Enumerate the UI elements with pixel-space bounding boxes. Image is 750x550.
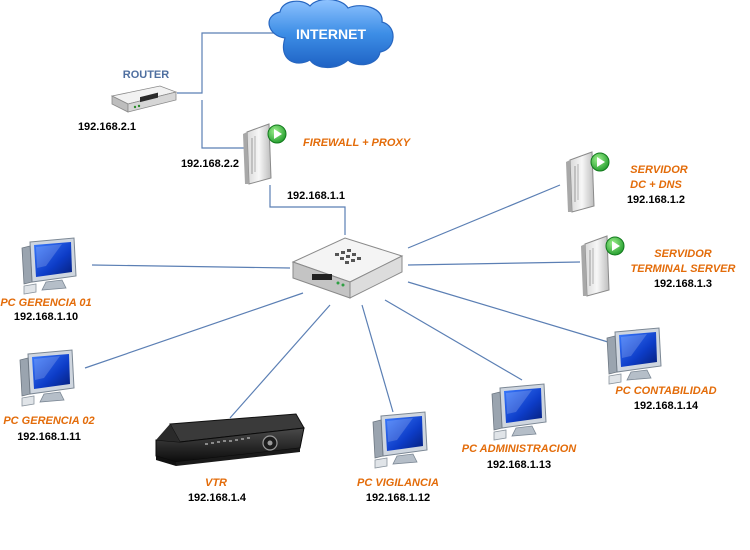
dvr-icon bbox=[155, 413, 305, 466]
pc-gerencia-01-label: PC GERENCIA 01 bbox=[0, 297, 91, 309]
router-icon bbox=[110, 85, 178, 113]
servidor-ts-label-line2: TERMINAL SERVER bbox=[631, 263, 736, 275]
servidor-dc-ip: 192.168.1.2 bbox=[627, 194, 685, 206]
servidor-dc-server-icon bbox=[565, 151, 610, 213]
pc-gerencia-01-monitor-icon bbox=[21, 237, 77, 295]
servidor-ts-node: SERVIDOR TERMINAL SERVER 192.168.1.3 bbox=[580, 235, 736, 297]
link-switch-servidor-dc bbox=[407, 184, 561, 249]
internet-cloud: INTERNET bbox=[268, 0, 394, 69]
pc-administracion-monitor-icon bbox=[491, 383, 547, 441]
firewall-ip-lan: 192.168.1.1 bbox=[287, 190, 345, 202]
link-switch-vtr bbox=[229, 304, 331, 419]
pc-gerencia-02-ip: 192.168.1.11 bbox=[17, 431, 81, 443]
link-router-firewall bbox=[201, 100, 255, 149]
pc-administracion-ip: 192.168.1.13 bbox=[487, 459, 551, 471]
servidor-dc-label-line1: SERVIDOR bbox=[630, 164, 688, 176]
link-switch-pc-gerencia-02 bbox=[84, 292, 304, 369]
pc-gerencia-02-monitor-icon bbox=[19, 349, 75, 407]
pc-vigilancia-label: PC VIGILANCIA bbox=[357, 477, 439, 489]
pc-gerencia-02-label: PC GERENCIA 02 bbox=[3, 415, 94, 427]
connection-lines bbox=[84, 32, 609, 419]
central-switch bbox=[291, 237, 404, 299]
servidor-dc-label-line2: DC + DNS bbox=[630, 179, 682, 191]
router-node: ROUTER 192.168.2.1 bbox=[78, 69, 178, 133]
link-switch-servidor-ts bbox=[407, 261, 581, 266]
servidor-ts-label-line1: SERVIDOR bbox=[654, 248, 712, 260]
firewall-label: FIREWALL + PROXY bbox=[303, 137, 412, 149]
link-switch-pc-vigilancia bbox=[361, 304, 394, 413]
firewall-node: FIREWALL + PROXY 192.168.2.2 192.168.1.1 bbox=[181, 123, 412, 202]
pc-administracion-label: PC ADMINISTRACION bbox=[462, 443, 578, 455]
vtr-ip: 192.168.1.4 bbox=[188, 492, 247, 504]
pc-vigilancia-node: PC VIGILANCIA 192.168.1.12 bbox=[357, 411, 439, 504]
pc-gerencia-01-ip: 192.168.1.10 bbox=[14, 311, 78, 323]
router-label: ROUTER bbox=[123, 69, 170, 81]
cloud-icon bbox=[268, 0, 394, 69]
link-firewall-switch bbox=[269, 185, 346, 235]
router-ip: 192.168.2.1 bbox=[78, 121, 136, 133]
servidor-ts-ip: 192.168.1.3 bbox=[654, 278, 712, 290]
pc-gerencia-02-node: PC GERENCIA 02 192.168.1.11 bbox=[3, 349, 95, 443]
pc-vigilancia-ip: 192.168.1.12 bbox=[366, 492, 430, 504]
pc-contabilidad-monitor-icon bbox=[606, 327, 662, 385]
link-switch-pc-administracion bbox=[384, 299, 523, 381]
servidor-dc-node: SERVIDOR DC + DNS 192.168.1.2 bbox=[565, 151, 688, 213]
pc-gerencia-01-node: PC GERENCIA 01 192.168.1.10 bbox=[0, 237, 92, 323]
vtr-node: VTR 192.168.1.4 bbox=[155, 413, 305, 504]
firewall-ip-wan: 192.168.2.2 bbox=[181, 158, 239, 170]
servidor-ts-server-icon bbox=[580, 235, 625, 297]
link-switch-pc-contabilidad bbox=[407, 281, 609, 343]
internet-label: INTERNET bbox=[296, 26, 366, 42]
switch-icon bbox=[291, 237, 404, 299]
pc-vigilancia-monitor-icon bbox=[372, 411, 428, 469]
link-switch-pc-gerencia-01 bbox=[91, 264, 291, 269]
pc-contabilidad-node: PC CONTABILIDAD 192.168.1.14 bbox=[606, 327, 717, 412]
pc-contabilidad-ip: 192.168.1.14 bbox=[634, 400, 699, 412]
link-internet-router bbox=[177, 32, 283, 94]
firewall-server-icon bbox=[242, 123, 287, 185]
pc-contabilidad-label: PC CONTABILIDAD bbox=[615, 385, 716, 397]
pc-administracion-node: PC ADMINISTRACION 192.168.1.13 bbox=[462, 383, 578, 471]
vtr-label: VTR bbox=[205, 477, 227, 489]
